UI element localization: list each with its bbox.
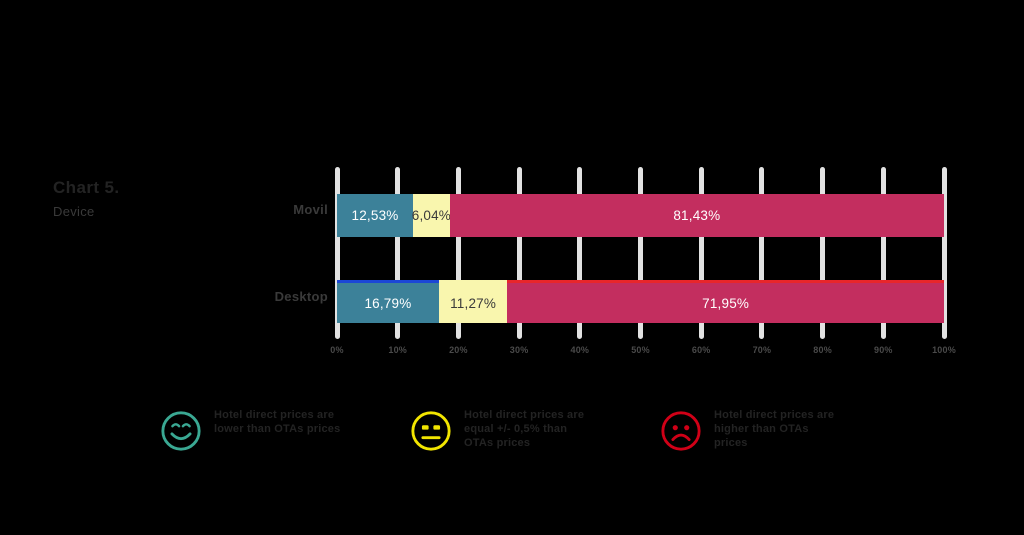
category-label-desktop: Desktop bbox=[274, 289, 328, 304]
gridline bbox=[638, 167, 643, 339]
x-axis: 0% 10% 20% 30% 40% 50% 60% 70% 80% 90% 100% bbox=[330, 345, 955, 361]
legend-label-lower: Hotel direct prices are lower than OTAs … bbox=[214, 409, 341, 435]
chart-subtitle: Device bbox=[53, 204, 95, 219]
smiley-sad-icon bbox=[660, 410, 702, 452]
gridline bbox=[455, 167, 461, 339]
page-title: Chart 5. bbox=[53, 178, 120, 197]
gridline bbox=[577, 167, 583, 339]
bar-segment-higher-desktop[interactable]: 71,95% bbox=[507, 280, 944, 323]
x-axis-tick-label: 20% bbox=[449, 345, 468, 355]
legend-item-equal[interactable]: Hotel direct prices are equal +/- 0,5% t… bbox=[410, 408, 594, 452]
x-axis-tick-label: 60% bbox=[691, 345, 711, 355]
x-axis-tick-label: 80% bbox=[813, 345, 832, 355]
bar-segment-lower-movil[interactable]: 12,53% bbox=[337, 194, 414, 237]
gridline bbox=[941, 167, 947, 339]
smiley-happy-icon bbox=[160, 410, 202, 452]
bar-segment-higher-movil[interactable]: 81,43% bbox=[449, 194, 944, 237]
category-label-movil-wrap: Movil bbox=[250, 201, 328, 221]
x-axis-tick-label: 40% bbox=[570, 345, 590, 355]
gridline bbox=[334, 167, 340, 339]
legend-item-lower[interactable]: Hotel direct prices are lower than OTAs … bbox=[160, 408, 344, 452]
table-row[interactable]: 16,79% 11,27% 71,95% bbox=[337, 280, 944, 323]
x-axis-tick-label: 90% bbox=[873, 345, 893, 355]
category-label-desktop-wrap: Desktop bbox=[250, 288, 328, 308]
x-axis-tick-label: 50% bbox=[631, 345, 650, 355]
x-axis-tick-label: 10% bbox=[388, 345, 407, 355]
smiley-neutral-icon bbox=[410, 410, 452, 452]
x-axis-tick-label: 70% bbox=[752, 345, 772, 355]
gridline bbox=[759, 167, 765, 339]
legend-label-equal: Hotel direct prices are equal +/- 0,5% t… bbox=[464, 409, 585, 449]
gridline bbox=[516, 167, 522, 339]
bar-segment-equal-movil[interactable]: 6,04% bbox=[412, 194, 451, 237]
category-label-movil: Movil bbox=[293, 202, 328, 217]
gridline bbox=[395, 167, 401, 339]
bar-segment-equal-desktop[interactable]: 11,27% bbox=[438, 280, 508, 323]
x-axis-tick-label: 100% bbox=[932, 345, 956, 355]
gridline bbox=[820, 167, 826, 339]
legend: Hotel direct prices are lower than OTAs … bbox=[160, 408, 920, 478]
gridline bbox=[698, 167, 704, 339]
legend-item-higher[interactable]: Hotel direct prices are higher than OTAs… bbox=[660, 408, 844, 452]
legend-label-higher: Hotel direct prices are higher than OTAs… bbox=[714, 409, 835, 449]
x-axis-tick-label: 0% bbox=[330, 345, 344, 355]
plot-area: 12,53% 6,04% 81,43% 16,79% 11,27% 71,95% bbox=[334, 167, 947, 339]
bar-segment-lower-desktop[interactable]: 16,79% bbox=[337, 280, 439, 323]
table-row[interactable]: 12,53% 6,04% 81,43% bbox=[337, 194, 944, 237]
x-axis-tick-label: 30% bbox=[509, 345, 529, 355]
gridline bbox=[880, 167, 886, 339]
